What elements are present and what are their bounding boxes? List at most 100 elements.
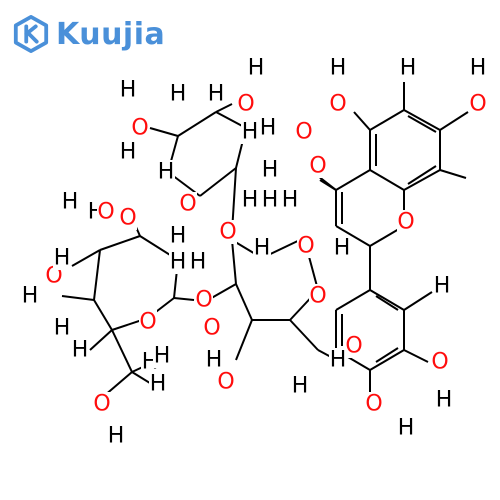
hydrogen-atom-label: H: [434, 274, 451, 299]
hydrogen-atom-label: H: [170, 224, 187, 249]
atom-label-background: [329, 92, 347, 116]
oxygen-atom-label: O: [131, 116, 148, 141]
bond-line: [215, 103, 233, 113]
oxygen-atom-label: O: [217, 370, 234, 395]
hydrogen-atom-label: H: [158, 160, 175, 185]
hydrogen-atom-label: H: [242, 120, 259, 145]
atom-label-background: [169, 224, 187, 248]
atom-label-background: [119, 140, 137, 164]
bond-line: [335, 169, 371, 191]
atom-label-background: [259, 116, 277, 140]
oxygen-atom-label: O: [219, 220, 236, 245]
oxygen-atom-label: O: [179, 192, 196, 217]
hydrogen-atom-label: H: [72, 338, 89, 363]
atom-label-background: [333, 236, 351, 260]
atom-label-background: [253, 236, 271, 260]
atom-label-background: [469, 56, 487, 80]
atom-label-background: [149, 372, 167, 396]
oxygen-atom-label: O: [329, 92, 346, 117]
atom-label-background: [195, 288, 213, 312]
atom-label-background: [291, 374, 309, 398]
bond-line: [403, 349, 429, 363]
bond-line: [93, 299, 113, 331]
oxygen-atom-label: O: [97, 200, 114, 225]
atom-label-background: [295, 120, 313, 144]
oxygen-atom-label: O: [195, 288, 212, 313]
atom-label-background: [433, 274, 451, 298]
hydrogen-atom-label: H: [400, 56, 417, 81]
atom-label-background: [53, 316, 71, 340]
bond-line: [369, 289, 405, 311]
bond-line: [353, 111, 371, 131]
bond-line: [369, 109, 405, 131]
bond-line: [231, 239, 237, 285]
atom-label-background: [345, 334, 363, 358]
atom-label-background: [309, 154, 327, 178]
atom-label-background: [119, 206, 137, 230]
hydrogen-atom-label: H: [170, 250, 187, 275]
atom-label-background: [397, 416, 415, 440]
hydrogen-atom-label: H: [120, 78, 137, 103]
atom-label-background: [53, 246, 71, 270]
atom-label-background: [179, 192, 197, 216]
bond-line: [173, 297, 195, 301]
atom-label-background: [205, 348, 223, 372]
atom-label-background: [93, 392, 111, 416]
hydrogen-atom-label: H: [292, 374, 309, 399]
oxygen-atom-label: O: [431, 350, 448, 375]
bond-line: [403, 291, 433, 311]
atom-label-background: [329, 348, 347, 372]
bond-line: [99, 235, 141, 251]
hydrogen-atom-label: H: [398, 416, 415, 441]
bond-line: [375, 295, 399, 311]
atom-label-background: [297, 234, 315, 258]
hydrogen-atom-label: H: [330, 348, 347, 373]
oxygen-atom-label: O: [93, 392, 110, 417]
atom-label-background: [153, 344, 171, 368]
atom-label-background: [21, 284, 39, 308]
bond-line: [61, 295, 95, 301]
atom-label-background: [261, 188, 279, 212]
atom-label-background: [237, 92, 255, 116]
hydrogen-atom-label: H: [154, 344, 171, 369]
atom-label-background: [119, 78, 137, 102]
hydrogen-atom-label: H: [436, 388, 453, 413]
brand-name: Kuujia: [56, 16, 166, 52]
hydrogen-atom-label: H: [282, 188, 299, 213]
atom-label-background: [157, 160, 175, 184]
atom-label-background: [309, 284, 327, 308]
bond-line: [235, 283, 253, 321]
hydrogen-atom-label: H: [120, 140, 137, 165]
atom-label-background: [203, 316, 221, 340]
hydrogen-atom-label: H: [242, 188, 259, 213]
oxygen-atom-label: O: [237, 92, 254, 117]
bond-line: [235, 319, 253, 361]
hydrogen-atom-label: H: [470, 56, 487, 81]
bond-line: [319, 179, 337, 191]
bond-line: [403, 169, 441, 191]
bond-line: [111, 329, 133, 373]
atom-label-background: [261, 158, 279, 182]
atom-label-background: [71, 338, 89, 362]
atom-label-background: [365, 392, 383, 416]
atom-label-background: [219, 220, 237, 244]
atom-label-background: [397, 210, 415, 234]
atom-label-background: [169, 250, 187, 274]
oxygen-atom-label: O: [365, 392, 382, 417]
hydrogen-atom-label: H: [206, 348, 223, 373]
atom-label-background: [469, 92, 487, 116]
hydrogen-atom-label: H: [54, 316, 71, 341]
atom-label-background: [107, 424, 125, 448]
oxygen-atom-label: O: [119, 206, 136, 231]
atom-label-background: [247, 56, 265, 80]
hydrogen-atom-label: H: [22, 284, 39, 309]
hydrogen-atom-label: H: [330, 56, 347, 81]
hydrogen-atom-label: H: [262, 158, 279, 183]
bond-line: [149, 127, 179, 137]
bond-line: [177, 111, 217, 137]
hydrogen-atom-label: H: [190, 250, 207, 275]
hydrogen-atom-label: H: [334, 236, 351, 261]
hydrogen-atom-label: H: [260, 116, 277, 141]
